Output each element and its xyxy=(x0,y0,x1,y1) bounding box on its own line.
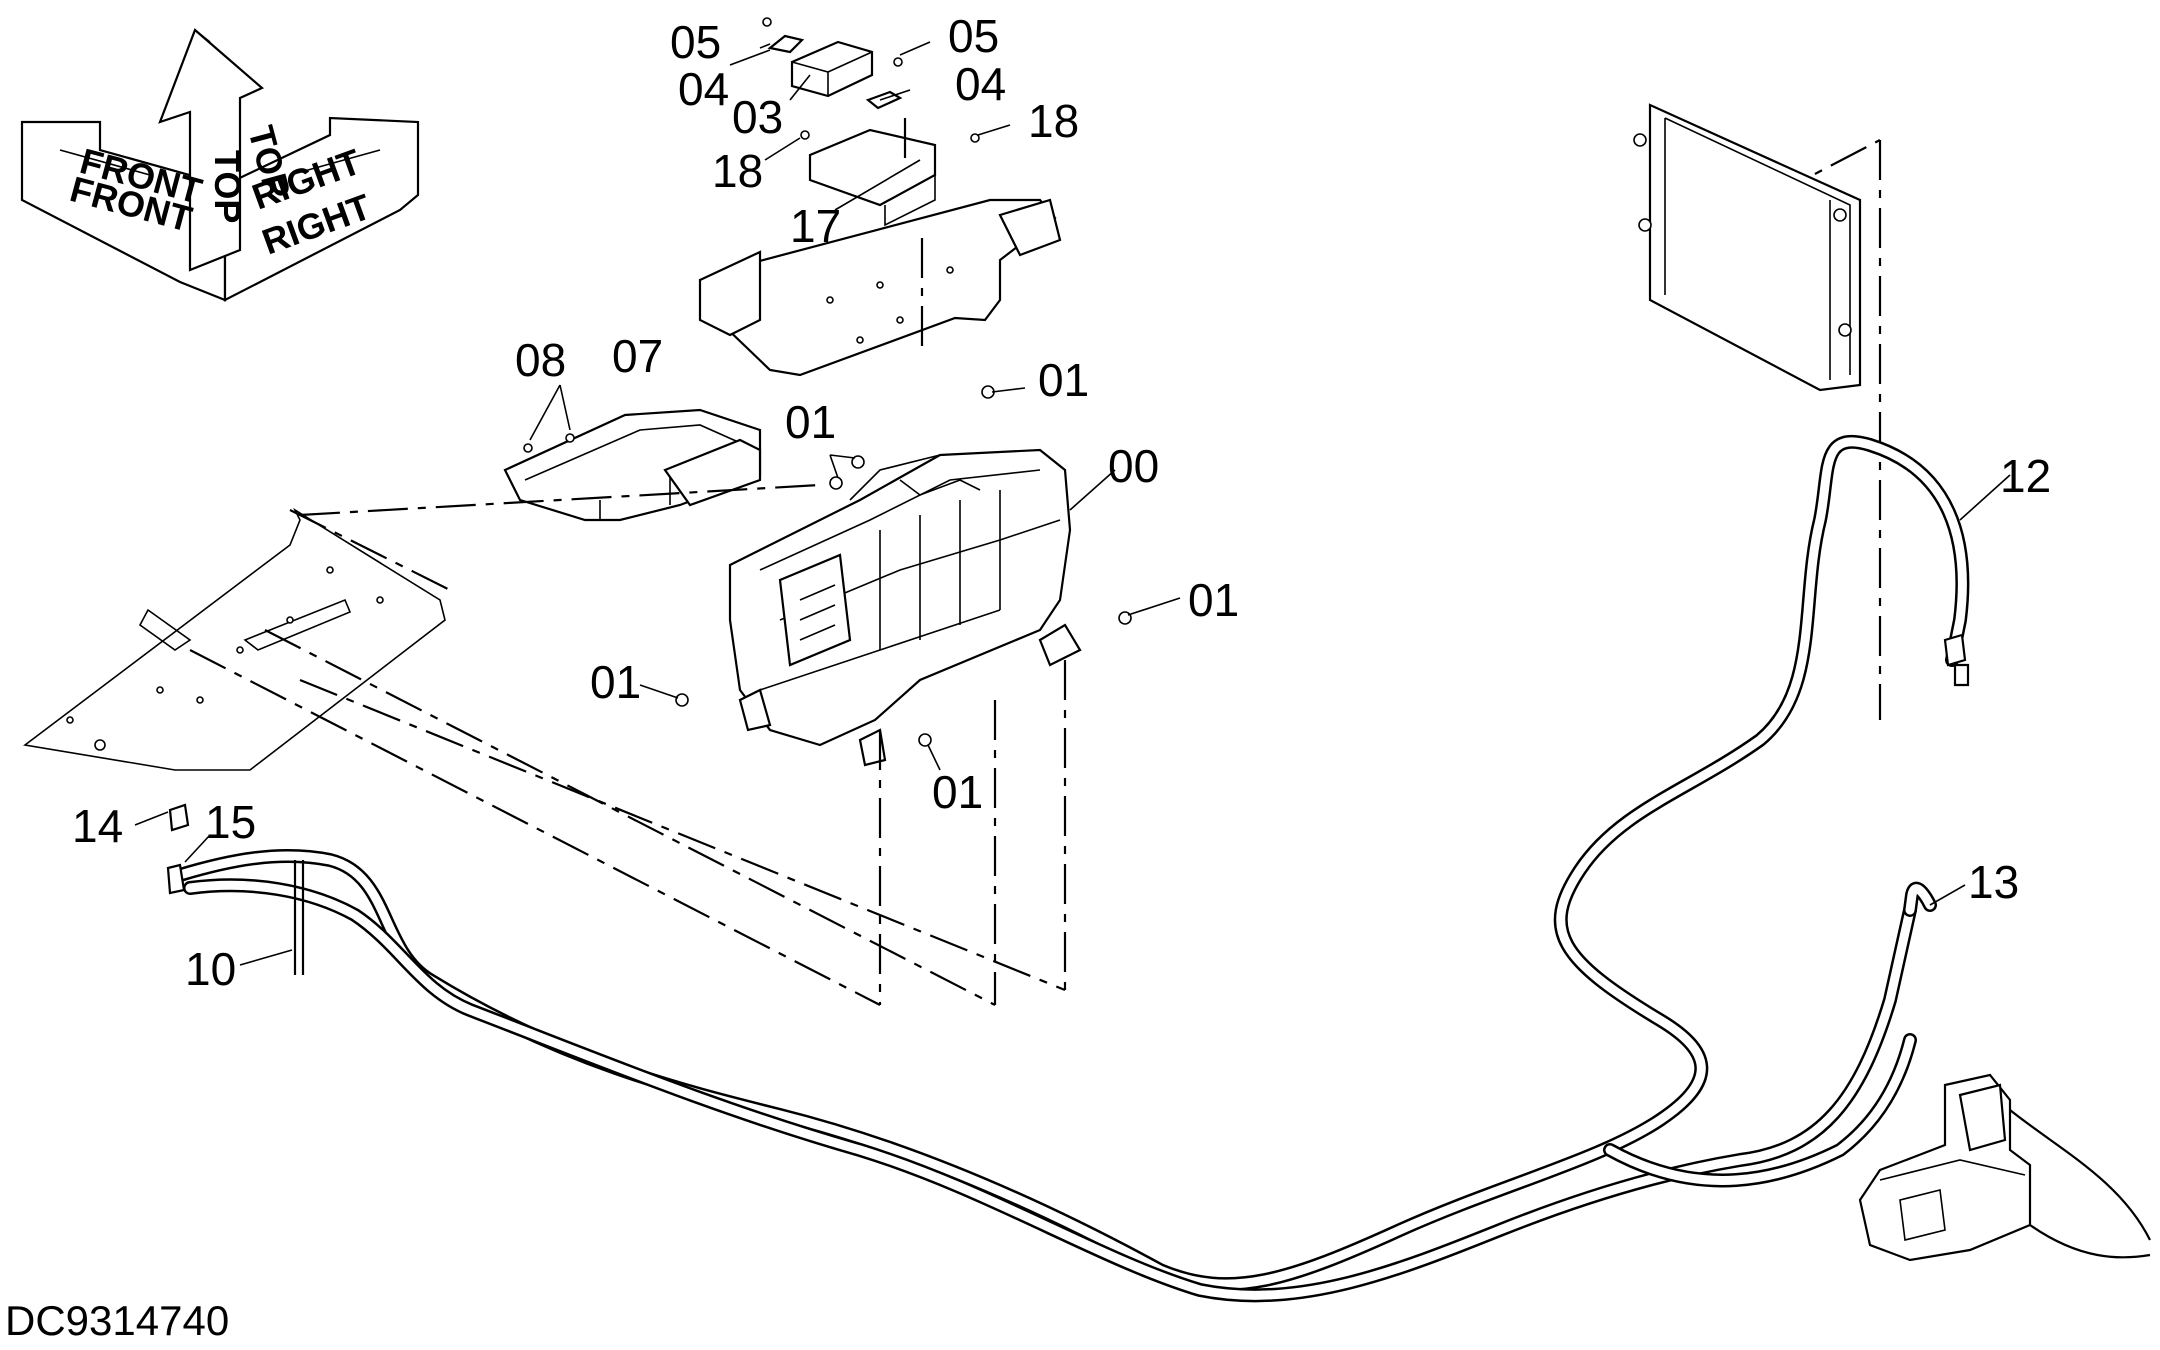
duct-assembly xyxy=(503,408,762,522)
floor-plate xyxy=(23,507,451,771)
callout-14: 14 xyxy=(72,800,123,852)
assembly-leader-lines xyxy=(189,139,1882,1006)
callout-10: 10 xyxy=(185,943,236,995)
callout-04: 04 xyxy=(678,63,729,115)
refrigerant-hoses xyxy=(166,434,1970,1303)
callout-01: 01 xyxy=(785,396,836,448)
callout-07: 07 xyxy=(612,330,663,382)
callout-01: 01 xyxy=(1038,354,1089,406)
callout-13: 13 xyxy=(1968,856,2019,908)
callout-01: 01 xyxy=(590,656,641,708)
callout-08: 08 xyxy=(515,334,566,386)
callout-18: 18 xyxy=(712,145,763,197)
hvac-unit xyxy=(675,385,1132,767)
callout-04: 04 xyxy=(955,58,1006,110)
callout-01: 01 xyxy=(1188,574,1239,626)
document-id: DC9314740 xyxy=(5,1297,229,1344)
callout-00: 00 xyxy=(1108,440,1159,492)
orientation-symbol: FRONT FRONT TOP TOP RIGHT RIGHT xyxy=(20,28,420,302)
callout-18: 18 xyxy=(1028,95,1079,147)
compressor xyxy=(1858,1073,2151,1262)
top-label: TOP xyxy=(207,150,248,223)
callout-05: 05 xyxy=(670,16,721,68)
callout-15: 15 xyxy=(205,796,256,848)
callout-05: 05 xyxy=(948,10,999,62)
condenser xyxy=(1633,103,1862,392)
callout-17: 17 xyxy=(790,200,841,252)
callout-12: 12 xyxy=(2000,450,2051,502)
callout-labels: 05 05 04 04 03 18 18 17 08 07 01 01 00 0… xyxy=(72,10,2051,995)
controller-assembly xyxy=(762,17,980,227)
callout-leaders xyxy=(134,41,2011,966)
mounting-plate xyxy=(698,198,1062,377)
callout-03: 03 xyxy=(732,91,783,143)
callout-01: 01 xyxy=(932,766,983,818)
